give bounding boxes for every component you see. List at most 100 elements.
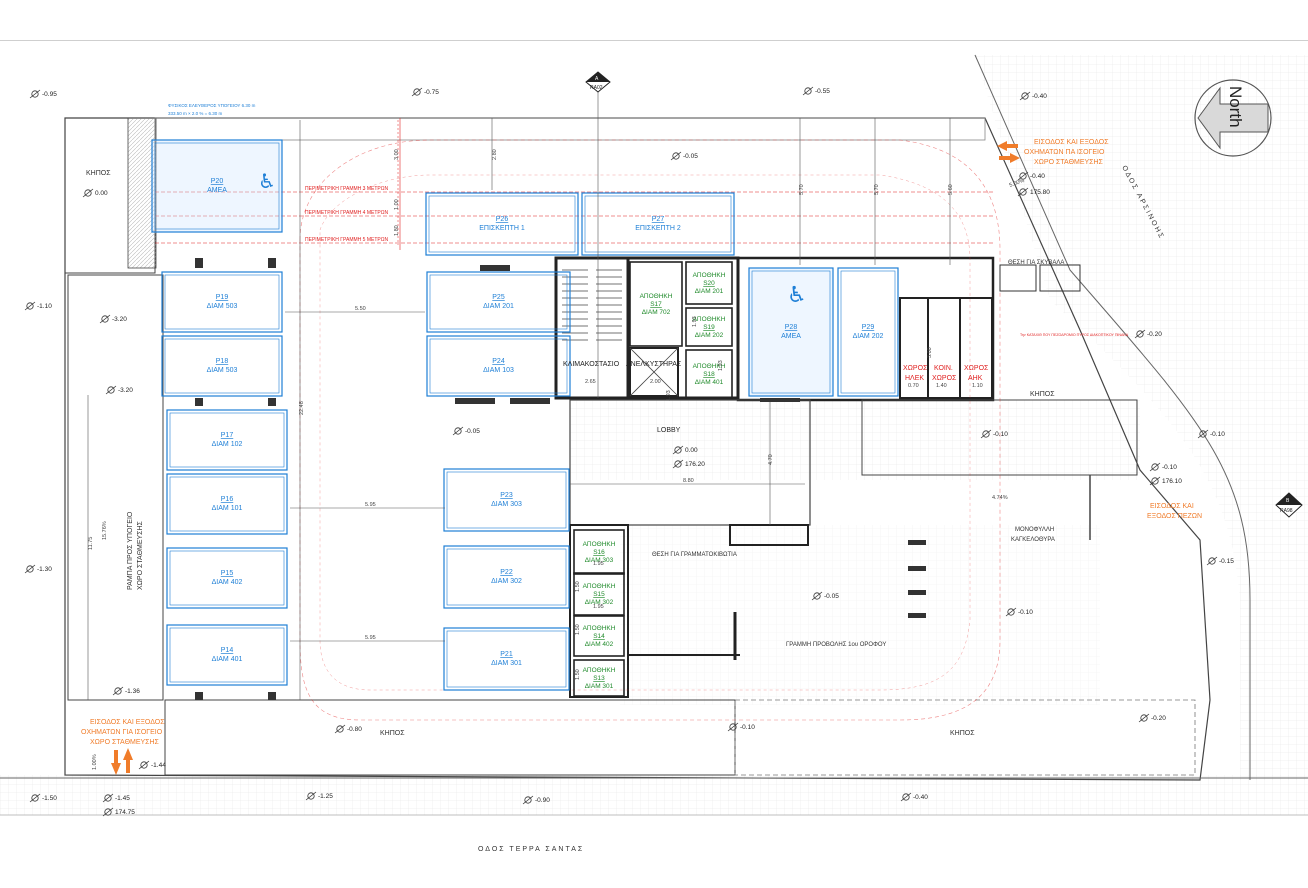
level-mark-value: -0.75	[424, 89, 439, 96]
level-mark-tick	[727, 722, 739, 732]
level-mark-value: -0.40	[913, 794, 928, 801]
dimension-text: 0.70	[908, 383, 919, 389]
parking-bay-id: P29	[862, 324, 875, 331]
dimension-text: 1.10	[972, 383, 983, 389]
storage-room-outline	[573, 659, 625, 697]
level-mark-value: -0.05	[465, 428, 480, 435]
level-mark: -3.20	[105, 385, 133, 395]
street-south-label: ΟΔΟΣ ΤΕΡΡΑ ΣΑΝΤΑΣ	[478, 846, 584, 853]
storage-room-outline	[573, 572, 625, 616]
lobby-outline	[569, 399, 811, 526]
level-mark-symbol	[1199, 430, 1207, 438]
parking-bay-outline	[443, 627, 570, 691]
turning-path-2	[319, 174, 971, 691]
dimension-texts: 5.505.955.9522.4811.7515.76%2.803.001.00…	[88, 149, 1025, 770]
lift-cross-2	[629, 347, 679, 397]
parking-bay-inner	[169, 550, 285, 606]
level-mark-value: -0.40	[1032, 93, 1047, 100]
parking-bay-outline	[166, 624, 288, 686]
dimension-text: 1.80	[394, 225, 400, 236]
parking-bay-outline	[161, 335, 283, 397]
dimension-text: 1.50	[575, 581, 581, 592]
parking-bay-id: P18	[216, 358, 229, 365]
dimension-text: 5.60	[948, 184, 954, 195]
level-mark-tick	[102, 807, 114, 817]
level-mark-value: 174.75	[115, 809, 135, 816]
level-mark-tick	[305, 791, 317, 801]
gate-label-1: ΜΟΝΟΦΥΛΛΗ	[1015, 527, 1054, 533]
dimension-text: 8.80	[683, 478, 694, 484]
arrow-up-icon	[123, 748, 133, 773]
level-mark-tick	[980, 429, 992, 439]
level-mark: -1.10	[24, 301, 52, 311]
parking-bay-id: P22	[500, 569, 513, 576]
level-mark-symbol	[1007, 608, 1015, 616]
level-mark-value: -0.10	[740, 724, 755, 731]
parking-bay-label: ΔΙΑΜ 503	[207, 367, 238, 374]
wall-columns	[195, 258, 1081, 700]
level-mark: -0.40	[900, 792, 928, 802]
parking-bay-inner	[446, 471, 567, 529]
level-mark: -0.15	[1206, 556, 1234, 566]
level-mark: -1.36	[112, 686, 140, 696]
level-mark-symbol	[31, 794, 39, 802]
storage-label: ΔΙΑΜ 402	[585, 641, 614, 648]
level-mark-value: 175.80	[1030, 189, 1050, 196]
lobby-label: LOBBY	[657, 427, 681, 434]
storage-label: ΔΙΑΜ 401	[695, 379, 724, 386]
level-mark-value: -3.20	[112, 316, 127, 323]
storage-head: ΑΠΟΘΗΚΗ	[693, 316, 726, 323]
utility-room-labels: ΧΩΡΟΣ ΗΛΕΚ ΚΟΙΝ. ΧΩΡΟΣ ΧΩΡΟΣ ΑΗΚ	[903, 365, 989, 382]
level-mark-tick	[334, 724, 346, 734]
level-mark-symbol	[413, 88, 421, 96]
parking-bay-inner	[169, 412, 285, 468]
level-mark-tick	[1019, 91, 1031, 101]
level-mark-symbol	[307, 792, 315, 800]
level-mark-value: -1.45	[115, 795, 130, 802]
north-arrow: North	[1194, 79, 1272, 157]
dimension-text: 22.48	[299, 401, 305, 415]
dimension-text: 5.00%	[1009, 178, 1026, 189]
level-mark: -0.10	[1005, 607, 1033, 617]
level-mark-tick	[1138, 713, 1150, 723]
level-mark-symbol	[1021, 92, 1029, 100]
parking-bay-id: P20	[211, 178, 224, 185]
level-mark-tick	[1134, 329, 1146, 339]
level-mark: 0.00	[82, 188, 108, 198]
level-mark: -0.10	[1149, 462, 1177, 472]
level-mark-tick	[900, 792, 912, 802]
courtyard-paving	[570, 400, 1140, 480]
utility-ahk-line2: ΑΗΚ	[968, 375, 983, 382]
entrance-sw-line3: ΧΩΡΟ ΣΤΑΘΜΕΥΣΗΣ	[90, 739, 160, 746]
level-mark-value: 176.10	[1162, 478, 1182, 485]
level-mark-symbol	[1136, 330, 1144, 338]
level-mark-symbol	[114, 687, 122, 695]
section-marker-a: A RA02	[585, 71, 611, 93]
level-mark-symbol	[729, 723, 737, 731]
level-mark: 0.00	[672, 445, 698, 455]
section-b-code: RA98	[1280, 508, 1293, 514]
north-strip	[154, 117, 986, 141]
section-a-code: RA02	[590, 85, 603, 91]
level-mark-symbol	[140, 761, 148, 769]
bottom-garden-east	[734, 699, 1196, 776]
bike-racks	[908, 540, 926, 618]
level-mark-value: -0.95	[42, 91, 57, 98]
south-storage-block	[569, 524, 629, 698]
parking-bay-label: ΑΜΕΑ	[207, 187, 227, 194]
dimension-text: 1.50	[575, 669, 581, 680]
north-arrow-icon	[1197, 86, 1269, 150]
dimension-text: 5.70	[799, 184, 805, 195]
arrow-left-icon	[997, 141, 1018, 151]
parking-bay-inner	[169, 627, 285, 683]
level-mark: 176.10	[1149, 476, 1182, 486]
entrance-ne-line3: ΧΩΡΟ ΣΤΑΘΜΕΥΣΗΣ	[1034, 159, 1104, 166]
level-mark: 174.75	[102, 807, 135, 817]
parking-bay-inner	[840, 270, 896, 394]
